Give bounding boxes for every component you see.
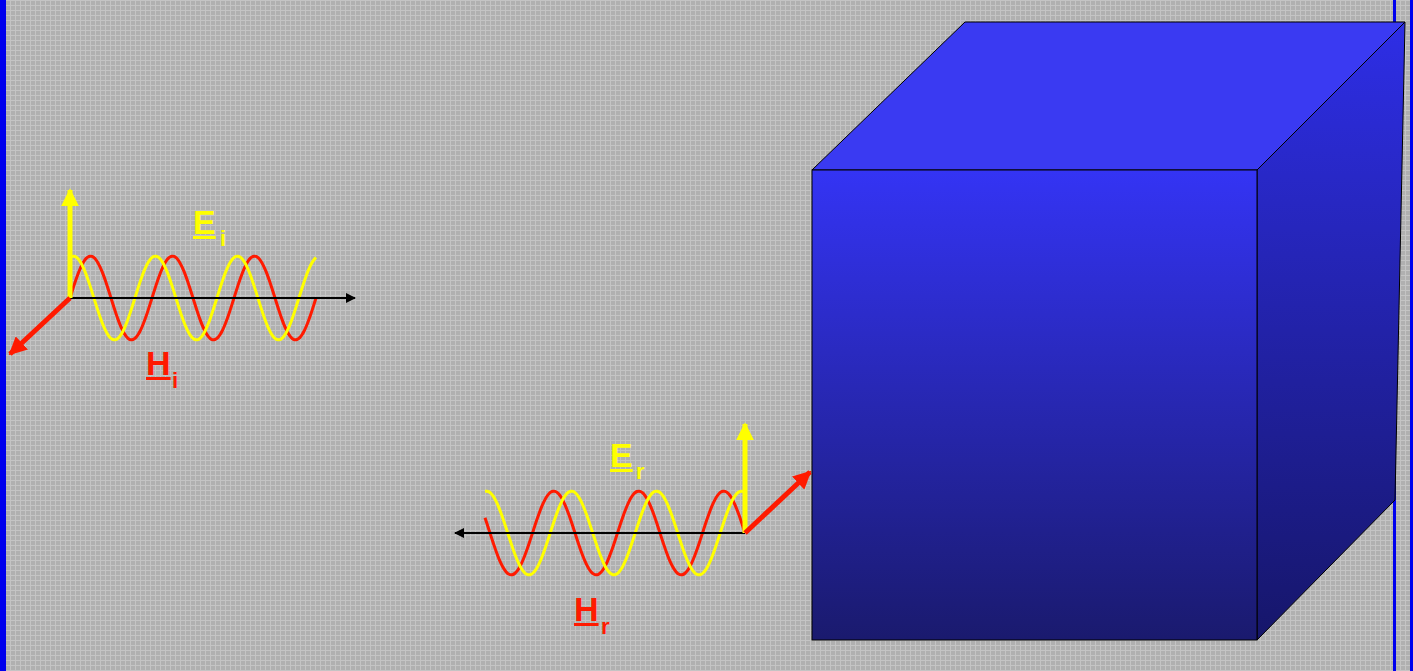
propagation-axis (455, 532, 745, 534)
e-vector (68, 190, 73, 298)
field-symbol: E (193, 205, 216, 239)
field-subscript: r (601, 616, 610, 638)
e-vector (743, 424, 748, 533)
field-symbol: E (610, 438, 633, 472)
field-subscript: i (220, 228, 226, 250)
field-symbol: H (574, 592, 599, 626)
cube-front (812, 170, 1257, 640)
propagation-axis (70, 297, 355, 299)
field-subscript: i (172, 370, 178, 392)
waves (70, 256, 745, 575)
frame-left (0, 0, 6, 671)
field-subscript: r (636, 461, 645, 483)
field-symbol: H (146, 346, 171, 380)
h-vector (745, 472, 810, 533)
h-vector (10, 298, 70, 354)
cube-side (1257, 22, 1405, 640)
